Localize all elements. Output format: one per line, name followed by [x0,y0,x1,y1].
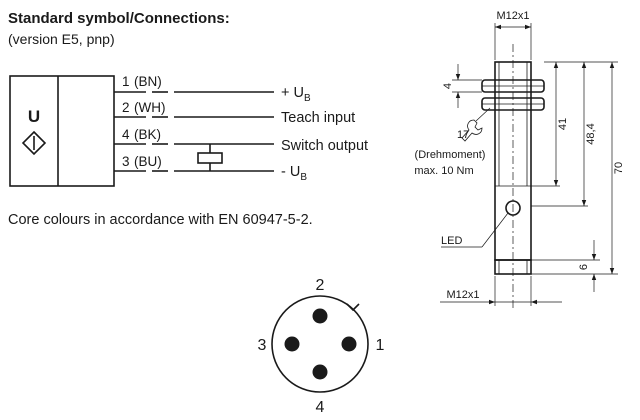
pin-1 [341,336,357,352]
torque-value: 17 [457,129,469,141]
connector-length-dim: 6 [578,264,590,270]
wire-2-color: (WH) [134,100,165,115]
nut-height-dim: 4 [442,83,454,89]
sensor-symbol-box [9,75,115,187]
wire-2-number: 2 [122,100,130,115]
terminal-label-plus-ub: + UB [281,85,311,104]
terminal-label-teach-input: Teach input [281,110,355,126]
schematic-title: Standard symbol/Connections: [8,10,230,27]
wire-4-color: (BK) [134,127,161,142]
inductive-sensor-icon [21,130,47,156]
thread-bottom-label: M12x1 [446,289,479,301]
pin-3 [284,336,300,352]
led-window [505,200,521,216]
wire-3-number: 3 [122,154,130,169]
terminal-label-minus-ub: - UB [281,164,307,183]
wire-4-number: 4 [122,127,130,142]
load-symbol [197,144,223,171]
pin-4-label: 4 [316,399,325,416]
torque-max: max. 10 Nm [414,165,473,177]
total-length-dim: 70 [613,162,625,174]
wire-1-color: (BN) [134,74,162,89]
core-colour-note: Core colours in accordance with EN 60947… [8,212,313,228]
connector-key-notch [346,303,360,312]
torque-label: (Drehmoment) [415,149,486,161]
wrench-icon [461,119,483,142]
wire-3-color: (BU) [134,154,162,169]
thread-length-dim: 48,4 [585,123,597,144]
body-length-dim: 41 [557,118,569,130]
connector-pinout: 2 3 1 4 [258,277,385,416]
terminal-label-switch-output: Switch output [281,138,368,154]
thread-top-label: M12x1 [496,10,529,22]
pin-3-label: 3 [258,337,267,354]
connector-outline [271,295,369,393]
pin-4 [312,364,328,380]
connection-schematic: Standard symbol/Connections: (version E5… [8,10,368,228]
wire-1-number: 1 [122,74,130,89]
pin-1-label: 1 [376,337,385,354]
pin-2-label: 2 [316,277,325,294]
led-label: LED [441,235,462,247]
sensor-connector [494,259,532,275]
sensor-letter: U [28,107,40,126]
pin-2 [312,308,328,324]
schematic-subtitle: (version E5, pnp) [8,31,115,47]
sensor-dimension-drawing: M12x1 4 [414,10,625,310]
